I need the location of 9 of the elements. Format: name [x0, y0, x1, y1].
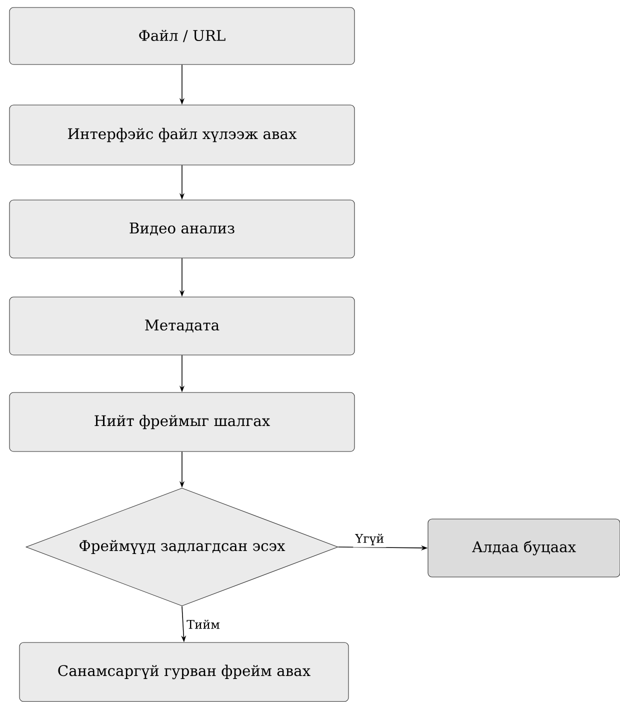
edge-label: Тийм	[184, 618, 222, 631]
process-box: Метадата	[9, 296, 355, 356]
edge-label: Үгүй	[353, 532, 386, 548]
process-box: Файл / URL	[9, 7, 355, 65]
process-box: Интерфэйс файл хүлээж авах	[9, 104, 355, 166]
process-box: Алдаа буцаах	[428, 518, 620, 578]
process-box: Нийт фреймыг шалгах	[9, 392, 355, 452]
process-box: Видео анализ	[9, 200, 355, 258]
process-box: Санамсаргүй гурван фрейм авах	[19, 642, 349, 702]
